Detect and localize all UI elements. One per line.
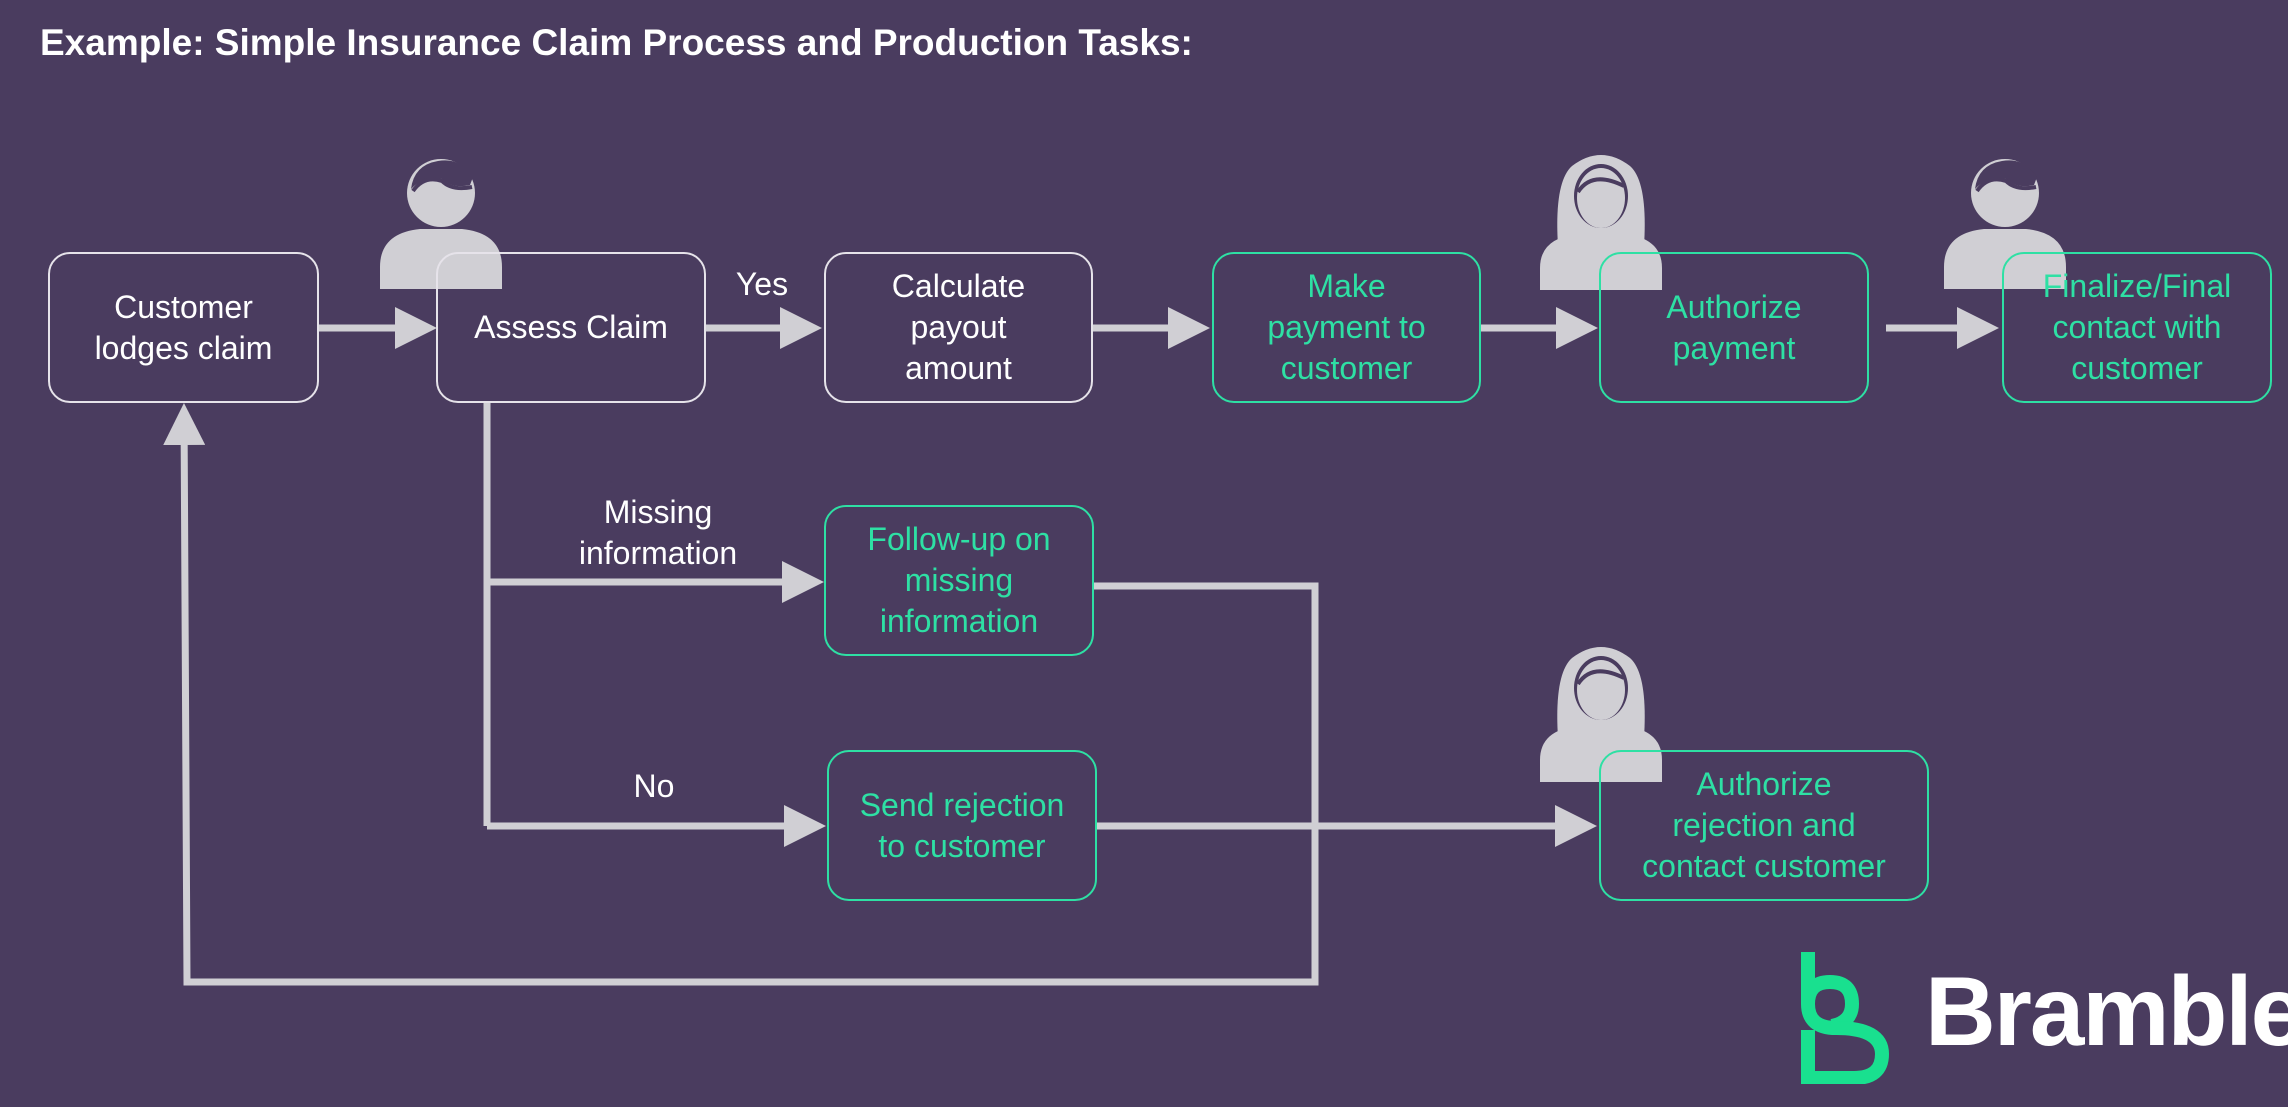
node-make-payment: Make payment to customer	[1212, 252, 1481, 403]
node-label: Make payment to customer	[1267, 268, 1426, 386]
node-customer-lodges-claim: Customer lodges claim	[48, 252, 319, 403]
node-label: Follow-up on missing information	[867, 521, 1051, 639]
node-label: Assess Claim	[474, 309, 668, 346]
page-title: Example: Simple Insurance Claim Process …	[40, 22, 1193, 63]
person-female-icon	[1540, 647, 1662, 782]
node-follow-up-missing-info: Follow-up on missing information	[824, 505, 1094, 656]
person-male-icon	[380, 159, 502, 289]
bramble-logo-icon	[1801, 952, 1890, 1084]
node-authorize-rejection: Authorize rejection and contact customer	[1599, 750, 1929, 901]
bramble-logo-text: Bramble	[1925, 956, 2288, 1066]
node-label: Authorize rejection and contact customer	[1642, 766, 1886, 884]
edge-label-yes: Yes	[735, 266, 789, 302]
node-label: Send rejection to customer	[859, 786, 1065, 864]
node-finalize-contact: Finalize/Final contact with customer	[2002, 252, 2272, 403]
node-label: Customer lodges claim	[94, 288, 273, 366]
node-send-rejection: Send rejection to customer	[827, 750, 1097, 901]
node-label: Finalize/Final contact with customer	[2042, 268, 2232, 386]
node-authorize-payment: Authorize payment	[1599, 252, 1869, 403]
node-calculate-payout: Calculate payout amount	[824, 252, 1093, 403]
node-label: Authorize payment	[1666, 288, 1802, 366]
connector-follow-up-loop	[163, 403, 1319, 986]
edge-label-no: No	[633, 768, 675, 804]
node-label: Calculate payout amount	[891, 268, 1026, 386]
person-male-icon	[1944, 159, 2066, 289]
edge-label-missing-information: Missing information	[578, 494, 738, 571]
node-assess-claim: Assess Claim	[436, 252, 706, 403]
